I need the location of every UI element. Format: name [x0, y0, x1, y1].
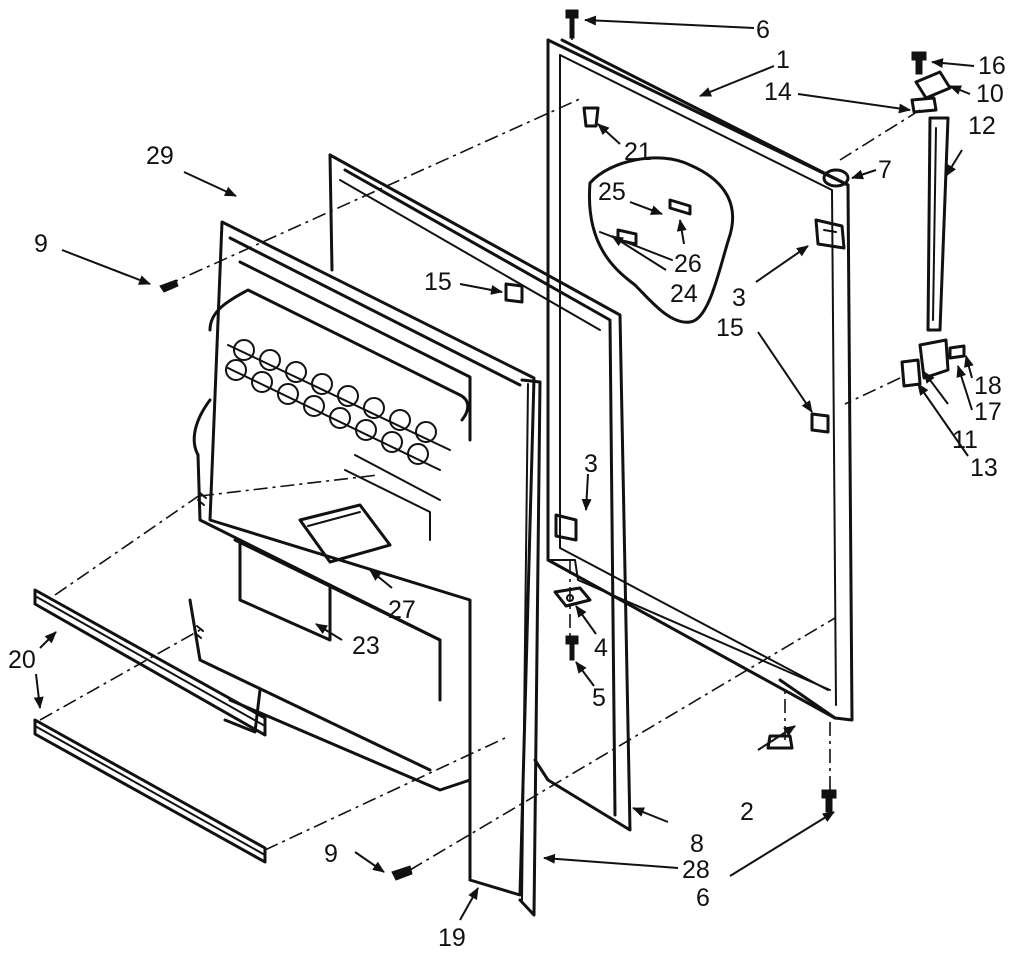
handle-upper-mount — [910, 70, 952, 114]
callout-9-bottom: 9 — [324, 840, 338, 868]
callout-28: 28 — [682, 856, 710, 884]
callout-8: 8 — [690, 830, 704, 858]
callout-3-left: 3 — [584, 450, 598, 478]
clip-15-left — [504, 282, 524, 304]
callout-5: 5 — [592, 684, 606, 712]
screw-5 — [565, 635, 579, 661]
callout-1: 1 — [776, 46, 790, 74]
callout-27: 27 — [388, 596, 416, 624]
callout-7: 7 — [878, 156, 892, 184]
callout-14: 14 — [764, 78, 792, 106]
upper-hinge-bracket — [814, 218, 846, 250]
callout-21: 21 — [624, 138, 652, 166]
door-shelf-bar-lower — [33, 718, 267, 864]
callout-20: 20 — [8, 646, 36, 674]
callout-17: 17 — [974, 398, 1002, 426]
callout-leaders — [33, 15, 975, 921]
callout-13: 13 — [970, 454, 998, 482]
callout-24: 24 — [670, 280, 698, 308]
callout-15-right: 15 — [716, 314, 744, 342]
callout-6-bottom: 6 — [696, 884, 710, 912]
plug-21 — [582, 106, 600, 128]
callout-9-top: 9 — [34, 230, 48, 258]
callout-4: 4 — [594, 634, 608, 662]
callout-2: 2 — [740, 798, 754, 826]
door-gasket-frame — [328, 153, 632, 917]
door-liner — [188, 220, 536, 897]
callout-16: 16 — [978, 52, 1006, 80]
screw-6-bottom — [821, 789, 837, 813]
handle-lower-mount — [900, 338, 966, 388]
callout-23: 23 — [352, 632, 380, 660]
callout-15-left: 15 — [424, 268, 452, 296]
screw-handle-top — [911, 51, 927, 75]
callout-12: 12 — [968, 112, 996, 140]
clip-15-right — [810, 412, 830, 434]
hinge-plate-4 — [553, 586, 592, 608]
stop-button-7 — [822, 168, 850, 188]
door-handle — [926, 116, 950, 332]
lower-hinge-bracket — [554, 513, 578, 542]
callout-29: 29 — [146, 142, 174, 170]
callout-26: 26 — [674, 250, 702, 278]
callout-10: 10 — [976, 80, 1004, 108]
callout-labels: 1 2 3 3 4 5 6 6 7 8 9 9 10 11 12 13 14 1… — [8, 16, 1006, 952]
door-shelf-bar-upper — [33, 588, 267, 737]
callout-19: 19 — [438, 924, 466, 952]
outer-door-panel — [546, 38, 854, 722]
callout-18: 18 — [974, 372, 1002, 400]
callout-11: 11 — [952, 426, 978, 454]
callout-6-top: 6 — [756, 16, 770, 44]
screw-9-lower — [391, 865, 413, 881]
callout-3-right: 3 — [732, 284, 746, 312]
screw-top-hinge — [565, 9, 579, 39]
callout-25: 25 — [598, 178, 626, 206]
alignment-lines — [39, 20, 921, 871]
